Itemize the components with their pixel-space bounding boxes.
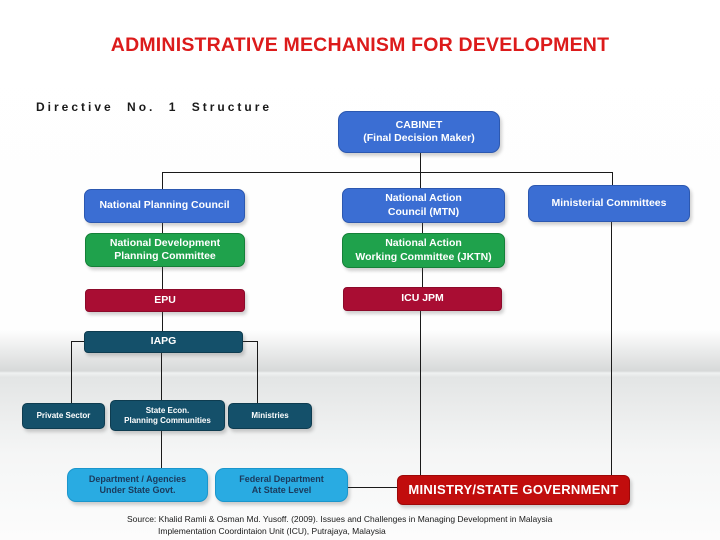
node-label-line: Private Sector bbox=[36, 411, 91, 420]
connector-npc-ndpc bbox=[162, 222, 164, 234]
node-label-line: National Development bbox=[109, 236, 221, 249]
node-label-line: IAPG bbox=[150, 335, 177, 348]
node-department-agencies-state: Department / Agencies Under State Govt. bbox=[67, 468, 208, 502]
node-label-line: Ministerial Committees bbox=[551, 196, 667, 209]
node-label-line: CABINET bbox=[395, 118, 443, 131]
connector-jktn-icu bbox=[422, 267, 424, 288]
node-private-sector: Private Sector bbox=[22, 403, 105, 429]
connector-ndpc-epu bbox=[162, 266, 164, 290]
connector-ministerial-ministry bbox=[611, 221, 613, 476]
connector-iapg-right-v bbox=[257, 341, 259, 404]
node-label-line: Department / Agencies bbox=[88, 473, 187, 484]
connector-drop-left bbox=[162, 172, 164, 190]
node-ministry-state-government: MINISTRY/STATE GOVERNMENT bbox=[397, 475, 630, 505]
node-label-line: Ministries bbox=[251, 411, 289, 420]
node-label-line: National Action bbox=[385, 237, 462, 250]
node-label-line: Planning Committee bbox=[114, 250, 216, 262]
connector-iapg-right-h bbox=[242, 341, 258, 343]
connector-iapg-stateecon bbox=[161, 352, 163, 402]
connector-federal-ministry bbox=[347, 487, 398, 489]
connector-epu-iapg bbox=[162, 311, 164, 332]
connector-nac-jktn bbox=[422, 222, 424, 234]
connector-icu-ministry bbox=[420, 310, 422, 476]
node-federal-department-state-level: Federal Department At State Level bbox=[215, 468, 348, 502]
node-label-line: At State Level bbox=[251, 485, 312, 495]
node-label-line: National Planning Council bbox=[99, 199, 230, 212]
node-label-line: ICU JPM bbox=[401, 292, 444, 305]
node-label-line: Planning Communities bbox=[124, 415, 211, 425]
connector-drop-middle bbox=[420, 172, 422, 189]
node-label-line: Federal Department bbox=[239, 473, 324, 484]
node-label-line: Working Committee (JKTN) bbox=[355, 250, 492, 263]
node-label-line: National Action bbox=[385, 192, 462, 205]
node-label-line: EPU bbox=[154, 293, 176, 306]
structure-subtitle: Directive No. 1 Structure bbox=[36, 100, 273, 114]
node-label-line: (Final Decision Maker) bbox=[363, 132, 475, 144]
node-label-line: Council (MTN) bbox=[387, 205, 460, 218]
connector-cabinet-stub bbox=[420, 153, 422, 173]
source-citation-line2: Implementation Coordintaion Unit (ICU), … bbox=[158, 526, 386, 536]
connector-drop-right bbox=[612, 172, 614, 186]
node-ministerial-committees: Ministerial Committees bbox=[528, 185, 690, 222]
connector-horizontal-bus bbox=[162, 172, 613, 174]
node-label-line: State Econ. bbox=[145, 405, 190, 415]
connector-stateecon-dept bbox=[161, 430, 163, 469]
source-citation-line1: Source: Khalid Ramli & Osman Md. Yusoff.… bbox=[127, 514, 553, 524]
node-state-econ-planning-communities: State Econ. Planning Communities bbox=[110, 400, 225, 431]
node-iapg: IAPG bbox=[84, 331, 243, 353]
page-title: ADMINISTRATIVE MECHANISM FOR DEVELOPMENT bbox=[110, 34, 610, 56]
node-epu: EPU bbox=[85, 289, 245, 312]
node-national-action-working-committee: National Action Working Committee (JKTN) bbox=[342, 233, 505, 268]
node-national-development-planning-committee: National Development Planning Committee bbox=[85, 233, 245, 267]
connector-iapg-left-v bbox=[71, 341, 73, 404]
node-national-planning-council: National Planning Council bbox=[84, 189, 245, 223]
node-cabinet: CABINET (Final Decision Maker) bbox=[338, 111, 500, 153]
node-label-line: Under State Govt. bbox=[99, 485, 176, 495]
node-label-line: MINISTRY/STATE GOVERNMENT bbox=[408, 481, 619, 497]
node-national-action-council: National Action Council (MTN) bbox=[342, 188, 505, 223]
connector-iapg-left-h bbox=[71, 341, 85, 343]
node-icu-jpm: ICU JPM bbox=[343, 287, 502, 311]
node-ministries: Ministries bbox=[228, 403, 312, 429]
